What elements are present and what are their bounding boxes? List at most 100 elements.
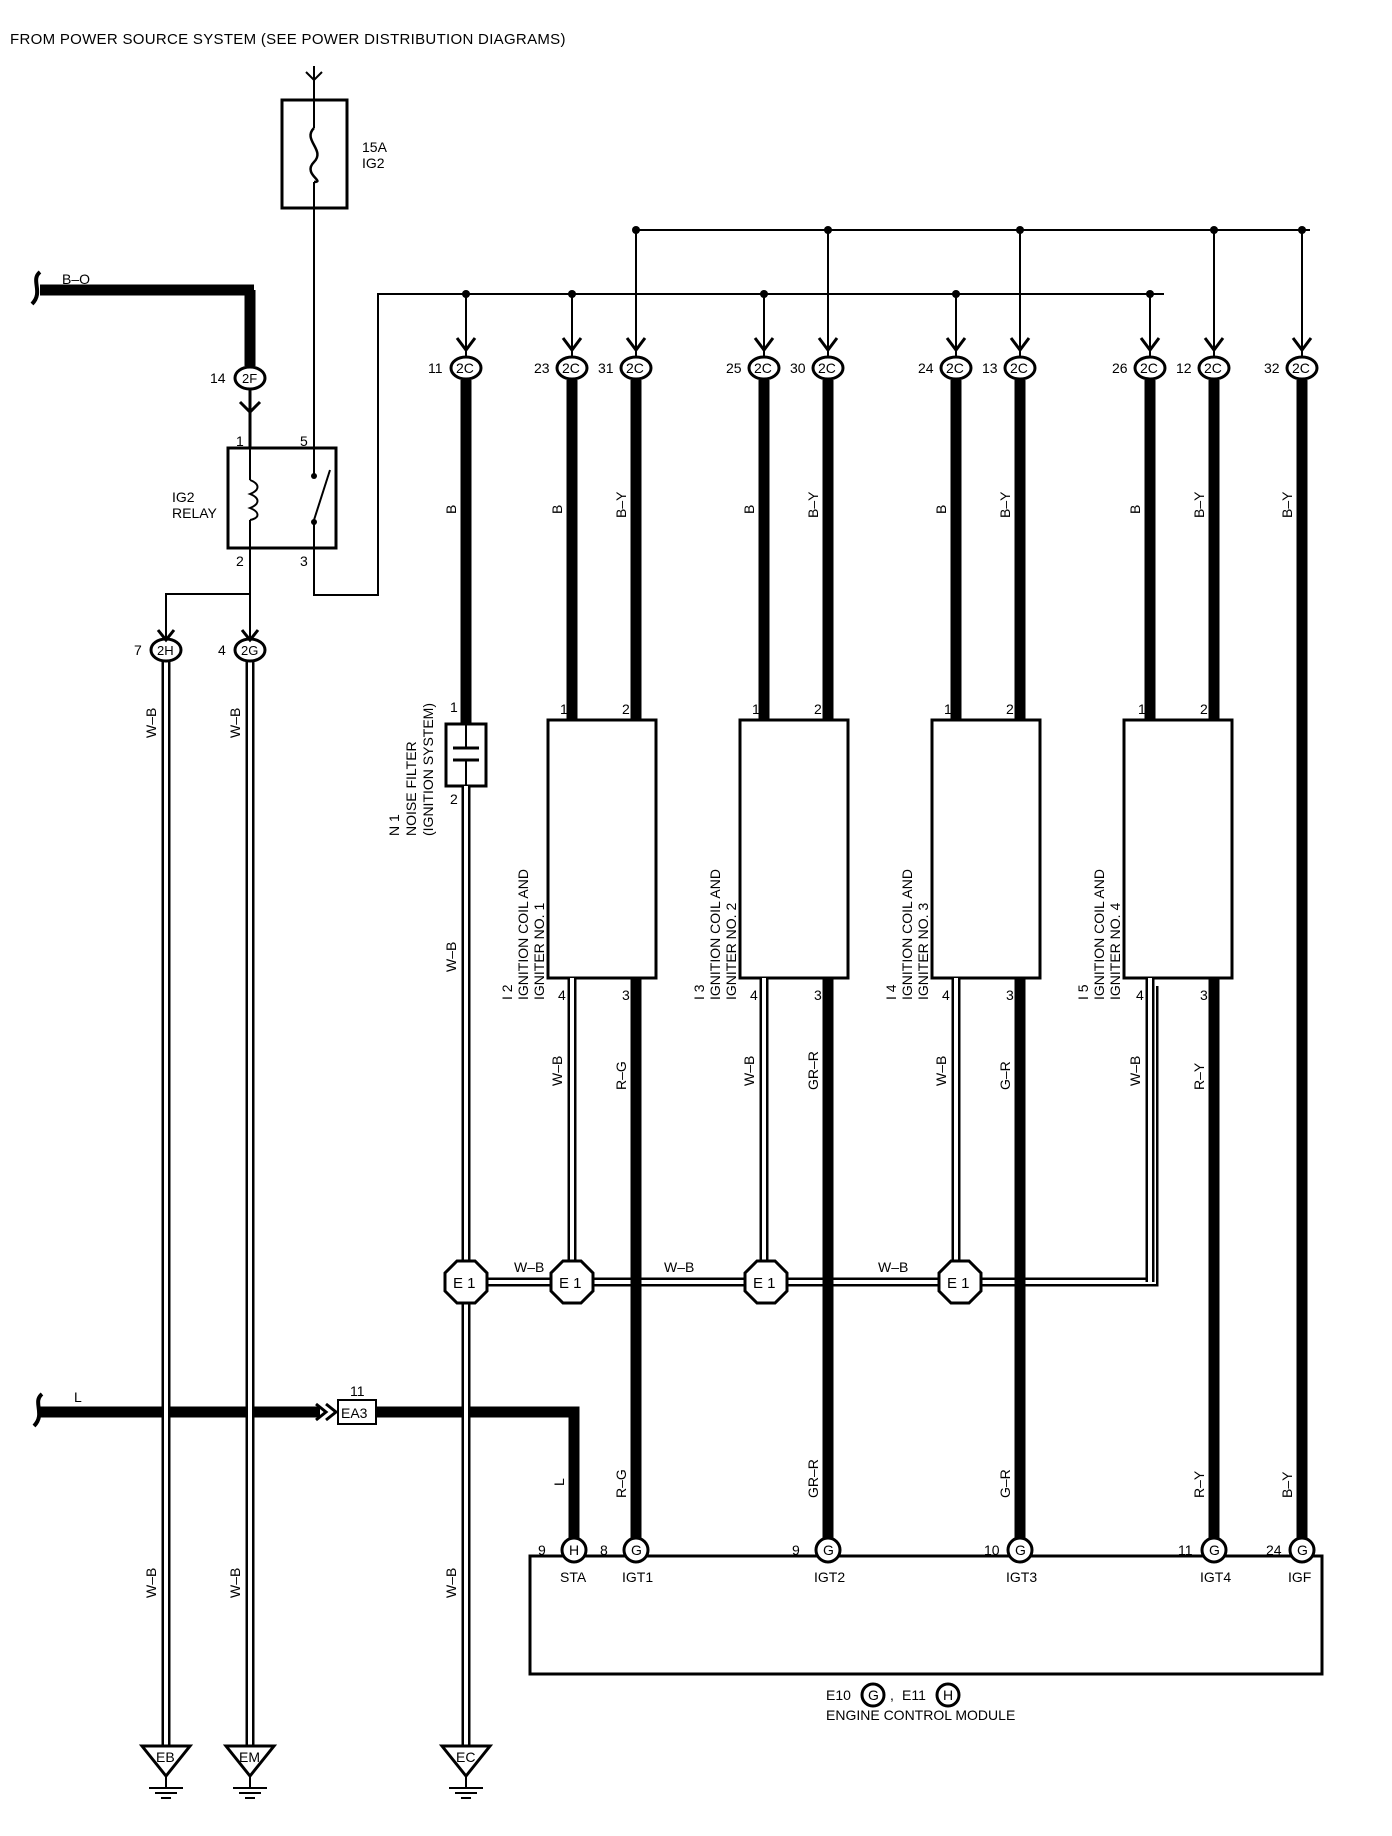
connector-2g: 2G [233, 637, 267, 663]
coil-name-line1: IGNITION COIL AND [1091, 869, 1107, 1000]
connector-2c-pin: 30 [790, 360, 806, 376]
connector-2c-outline [939, 355, 973, 381]
start-signal-wire [32, 1392, 580, 1540]
connector-2g-pin: 4 [218, 642, 226, 658]
coil-pin-1: 1 [944, 701, 952, 717]
fuse-amp-label: 15A [362, 139, 388, 155]
coil-pin-1: 1 [560, 701, 568, 717]
ea3-pin: 11 [350, 1383, 365, 1399]
junction-wire-label-1: W–B [514, 1259, 544, 1275]
coil-signal-color-upper-2: G–R [997, 1061, 1013, 1090]
coil-feed-by-color-3: B–Y [1191, 491, 1207, 518]
ground-ec-label: EC [456, 1749, 475, 1765]
connector-2c-11: 2C [449, 355, 483, 381]
coil-feed-by-color-1: B–Y [805, 491, 821, 518]
connector-2c-outline [619, 355, 653, 381]
connector-2c-12: 2C [1197, 355, 1231, 381]
bus-splice [632, 226, 640, 234]
connector-2c-code: 2C [1292, 360, 1310, 376]
battery-input-wire [30, 270, 256, 366]
feed-arrow [753, 337, 775, 353]
connector-2c-23: 2C [555, 355, 589, 381]
connector-2c-code: 2C [754, 360, 772, 376]
coil-name-line1: IGNITION COIL AND [515, 869, 531, 1000]
connector-2c-code: 2C [1204, 360, 1222, 376]
coil-feed-by-color-0: B–Y [613, 491, 629, 518]
coil-pin-3: 3 [814, 987, 822, 1003]
ecm-pin-label: IGT4 [1200, 1569, 1231, 1585]
bus-splice [462, 290, 470, 298]
wire-crossings [161, 1400, 471, 1424]
relay-pin-5: 5 [300, 433, 308, 449]
fuse-name-label: IG2 [362, 155, 385, 171]
wire-color-em-upper: W–B [227, 708, 243, 738]
relay-name-line2: RELAY [172, 505, 218, 521]
coil-signal-color-upper-0: R–G [613, 1061, 629, 1090]
connector-2c-code: 2C [562, 360, 580, 376]
relay-pin-3: 3 [300, 553, 308, 569]
connector-2c-code: 2C [946, 360, 964, 376]
ecm-pin-code: H [569, 1542, 579, 1558]
ecm-conn2-code: H [943, 1687, 953, 1703]
coil-signal-color-lower-2: G–R [997, 1469, 1013, 1498]
feed-arrow [625, 337, 647, 353]
connector-2c-25: 2C [747, 355, 781, 381]
feed-arrow [561, 337, 583, 353]
coil-feed-by-color-2: B–Y [997, 491, 1013, 518]
coil-name-line1: IGNITION COIL AND [899, 869, 915, 1000]
coil-pin-3: 3 [622, 987, 630, 1003]
feed-arrow [1291, 337, 1313, 353]
junction-e1-a-label: E 1 [453, 1275, 476, 1292]
connector-2c-pin: 24 [918, 360, 934, 376]
ecm-pin-code: G [1015, 1542, 1026, 1558]
coil-name-line2: IGNITER NO. 2 [723, 903, 739, 1000]
connector-2c-30: 2C [811, 355, 845, 381]
coil-feed-black-color-3: B [1127, 505, 1143, 514]
junction-e1-b-label: E 1 [559, 1275, 582, 1292]
igf-color-upper: B–Y [1279, 491, 1295, 518]
feed-arrow [817, 337, 839, 353]
ecm-pin-label: IGT2 [814, 1569, 845, 1585]
connector-2c-13: 2C [1003, 355, 1037, 381]
ecm-pin-number: 9 [538, 1542, 546, 1558]
junction-wire-label-3: W–B [878, 1259, 908, 1275]
coil-feed-black-color-1: B [741, 505, 757, 514]
relay-pin-1: 1 [236, 433, 244, 449]
ecm-pin-igt4: G [1200, 1536, 1228, 1564]
coil-id-1: I 2 [499, 984, 515, 1000]
ecm-pin-circle [1200, 1536, 1228, 1564]
noise-filter-pin-1: 1 [450, 699, 458, 715]
wire-color-eb-upper: W–B [143, 708, 159, 738]
connector-2c-outline [555, 355, 589, 381]
noise-filter-name: NOISE FILTER [403, 741, 419, 836]
junction-e1-c-label: E 1 [753, 1275, 776, 1292]
noise-filter-sub: (IGNITION SYSTEM) [420, 703, 436, 836]
coil-pin-2: 2 [622, 701, 630, 717]
wire-color-ec-lower: W–B [443, 1568, 459, 1598]
noise-filter-id: N 1 [386, 814, 402, 836]
sta-wire-color: L [551, 1478, 567, 1486]
coil-id-2: I 3 [691, 984, 707, 1000]
coil-pin-2: 2 [1200, 701, 1208, 717]
bus-splice [1298, 226, 1306, 234]
relay-name-line1: IG2 [172, 489, 195, 505]
ground-em: EM [224, 1744, 276, 1800]
ecm-pin-igt3: G [1006, 1536, 1034, 1564]
coil-pin-2: 2 [814, 701, 822, 717]
ecm-pin-sta: H [560, 1536, 588, 1564]
connector-2c-code: 2C [626, 360, 644, 376]
bus-splice [568, 290, 576, 298]
engine-control-module [528, 1554, 1324, 1676]
connector-2c-outline [1197, 355, 1231, 381]
ground-eb-label: EB [156, 1749, 175, 1765]
ecm-conn1-code: G [868, 1687, 879, 1703]
coil-ground-color-1: W–B [741, 1056, 757, 1086]
connector-2c-pin: 11 [428, 360, 443, 376]
feed-arrow [1009, 337, 1031, 353]
ecm-pin-label: STA [560, 1569, 587, 1585]
ecm-pin-circle [1288, 1536, 1316, 1564]
connector-2c-31: 2C [619, 355, 653, 381]
igf-color-lower: B–Y [1279, 1471, 1295, 1498]
